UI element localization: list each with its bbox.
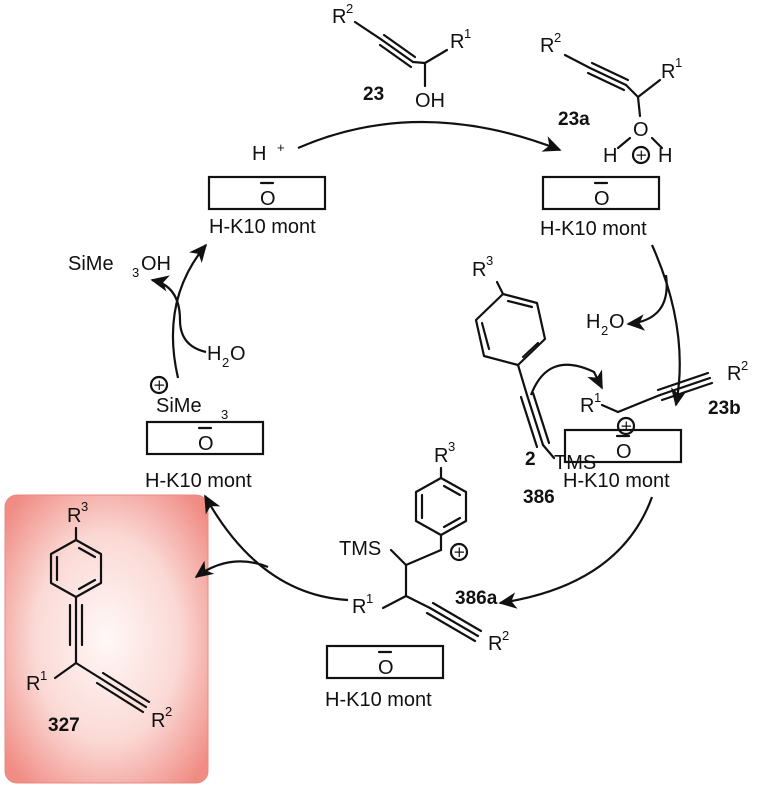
svg-text:H: H [207, 343, 221, 365]
svg-text:O: O [378, 657, 394, 679]
compound-23a: R 2 R 1 O H H + 23a [540, 30, 682, 167]
c23b-r1: R [580, 395, 594, 417]
catalyst-label-bottom: H-K10 mont [325, 689, 432, 711]
c23a-r1-sup: 1 [675, 55, 682, 70]
catalyst-right: O H-K10 mont [563, 428, 683, 492]
c23b-number: 23b [708, 398, 741, 419]
svg-text:2: 2 [222, 355, 229, 370]
c386a-r3: R [434, 445, 448, 467]
c327-number: 327 [48, 715, 80, 736]
water-in: H 2 O [207, 343, 246, 370]
c23-r1: R [450, 31, 464, 53]
svg-text:O: O [609, 311, 625, 333]
svg-text:+: + [635, 146, 648, 164]
c2-r3: R [472, 259, 486, 281]
arrow-right-to-bottom [498, 496, 654, 609]
c2-number: 2 [525, 449, 536, 470]
c386a-r3-sup: 3 [448, 439, 455, 454]
svg-text:+: + [620, 417, 633, 435]
compound-23: R 2 R 1 OH 23 [332, 1, 471, 112]
c23a-h-right: H [658, 145, 672, 167]
svg-text:+: + [453, 543, 466, 561]
c23a-r1: R [661, 61, 675, 83]
c386a-plus-icon [449, 542, 469, 562]
svg-text:3: 3 [132, 265, 139, 280]
arrow-left-up [171, 243, 208, 379]
c23b-r2: R [727, 363, 741, 385]
catalyst-bottom: O H-K10 mont [325, 644, 445, 711]
arrow-right-down [650, 244, 688, 407]
c23b-plus-icon [616, 416, 636, 436]
catalyst-label-left: H-K10 mont [145, 470, 252, 492]
c23a-oxygen: O [633, 119, 649, 141]
c386a-tms: TMS [339, 538, 381, 560]
arrow-bottom-to-left [204, 494, 349, 602]
svg-text:O: O [616, 441, 632, 463]
silanol: SiMe 3 OH [68, 253, 171, 280]
c23-r1-sup: 1 [464, 26, 471, 41]
product-highlight-box [4, 494, 209, 784]
svg-text:SiMe: SiMe [156, 395, 202, 417]
c23a-plus-icon [631, 145, 651, 165]
svg-text:H: H [586, 311, 600, 333]
catalyst-left: O H-K10 mont [145, 420, 265, 492]
c23-r2: R [332, 6, 346, 28]
catalyst-top-right: O H-K10 mont [540, 175, 661, 240]
c23a-h-left: H [603, 145, 617, 167]
proton-h: H [252, 143, 266, 165]
c327-r3-sup: 3 [81, 499, 88, 514]
compound-23b: R 1 R 2 + 23b [580, 358, 748, 436]
c23b-r2-sup: 2 [741, 358, 748, 373]
c327-r2-sup: 2 [165, 704, 172, 719]
arrow-water-in [178, 319, 207, 354]
svg-text:+: + [153, 376, 166, 394]
c386a-r1: R [352, 596, 366, 618]
svg-text:O: O [260, 188, 276, 210]
c327-r1-sup: 1 [40, 668, 47, 683]
c23b-r1-sup: 1 [594, 390, 601, 405]
svg-text:2: 2 [601, 323, 608, 338]
c327-r3: R [67, 505, 81, 527]
c2-r3-sup: 3 [486, 253, 493, 268]
compound-386a: R 3 + TMS R 1 R 2 386a [339, 439, 509, 655]
c23-r2-sup: 2 [346, 1, 353, 16]
c386-number: 386 [523, 487, 555, 508]
arrow-product-release [194, 560, 269, 578]
c386a-r2-sup: 2 [502, 628, 509, 643]
silyl-plus-icon [149, 375, 169, 395]
c327-r2: R [151, 710, 165, 732]
catalyst-label-top-right: H-K10 mont [540, 218, 647, 240]
svg-text:3: 3 [221, 407, 228, 422]
arrow-tms-attack [529, 363, 603, 396]
c23-oh: OH [415, 90, 445, 112]
proton-charge: + [277, 140, 285, 155]
compound-2-386: R 3 TMS 2 386 [472, 253, 596, 508]
silyl-cation: + SiMe 3 [149, 375, 228, 422]
c386a-r1-sup: 1 [366, 591, 373, 606]
catalyst-label-right: H-K10 mont [563, 470, 670, 492]
c23-number: 23 [363, 84, 384, 105]
arrow-silanol-out [150, 275, 182, 321]
c327-r1: R [26, 673, 40, 695]
proton: H + [252, 140, 285, 165]
c386a-r2: R [488, 633, 502, 655]
svg-text:O: O [230, 343, 246, 365]
svg-text:SiMe: SiMe [68, 253, 114, 275]
c23a-r2: R [540, 35, 554, 57]
c23a-r2-sup: 2 [554, 30, 561, 45]
svg-text:O: O [198, 433, 214, 455]
catalyst-label-top-left: H-K10 mont [209, 216, 316, 238]
compound-327: R 3 R 1 R 2 327 [26, 499, 172, 736]
svg-text:O: O [594, 188, 610, 210]
c2-tms: TMS [554, 452, 596, 474]
arrow-top [297, 120, 562, 152]
c386a-number: 386a [455, 588, 498, 609]
c23a-number: 23a [558, 109, 590, 130]
catalyst-top-left: O H-K10 mont [207, 175, 327, 238]
arrow-water-out [626, 274, 668, 331]
water-out: H 2 O [586, 311, 625, 338]
svg-text:OH: OH [141, 253, 171, 275]
